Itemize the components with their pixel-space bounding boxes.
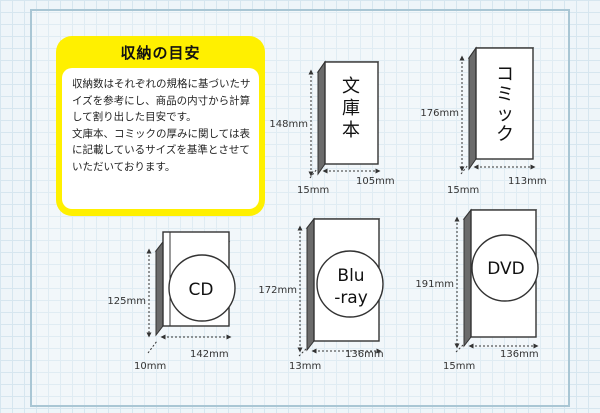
dvd-height: 191mm (415, 279, 454, 290)
bluray-label-line2: -ray (334, 288, 368, 308)
comic-illustration: コミック 176mm 15mm 113mm (420, 46, 547, 196)
storage-guide-box: 収納の目安 収納数はそれぞれの規格に基づいたサイズを参考にし、商品の内寸から計算… (56, 36, 265, 216)
cd-height: 125mm (107, 296, 146, 307)
bunko-illustration: 文庫本 148mm 15mm 105mm (269, 60, 395, 196)
storage-guide-paragraph-2: 文庫本、コミックの厚みに関しては表に記載しているサイズを基準とさせていただいてお… (72, 127, 250, 173)
bluray-label-line1: Blu (337, 266, 364, 286)
comic-label: コミック (496, 64, 514, 145)
dvd-illustration: DVD 191mm 15mm 136mm (415, 208, 539, 372)
bluray-width: 136mm (345, 349, 384, 360)
dvd-depth: 15mm (443, 361, 475, 372)
storage-guide-title: 収納の目安 (120, 44, 201, 62)
bunko-label: 文庫本 (342, 76, 360, 141)
storage-guide-paragraph-1: 収納数はそれぞれの規格に基づいたサイズを参考にし、商品の内寸から計算して割り出し… (72, 78, 251, 123)
cd-depth: 10mm (134, 361, 166, 372)
cd-width: 142mm (190, 349, 229, 360)
dvd-label: DVD (487, 259, 525, 279)
bluray-illustration: Blu -ray 172mm 13mm 136mm (258, 217, 384, 372)
comic-depth: 15mm (447, 185, 479, 196)
cd-label: CD (189, 280, 214, 300)
storage-guide-text: 収納数はそれぞれの規格に基づいたサイズを参考にし、商品の内寸から計算して割り出し… (72, 76, 254, 175)
bluray-depth: 13mm (289, 361, 321, 372)
bunko-depth: 15mm (297, 185, 329, 196)
cd-illustration: CD 125mm 10mm 142mm (107, 231, 236, 372)
storage-guide-panel: 収納数はそれぞれの規格に基づいたサイズを参考にし、商品の内寸から計算して割り出し… (62, 68, 259, 209)
bunko-height: 148mm (269, 119, 308, 130)
comic-width: 113mm (508, 176, 547, 187)
bluray-height: 172mm (258, 285, 297, 296)
bunko-width: 105mm (356, 176, 395, 187)
dvd-width: 136mm (500, 349, 539, 360)
comic-height: 176mm (420, 108, 459, 119)
